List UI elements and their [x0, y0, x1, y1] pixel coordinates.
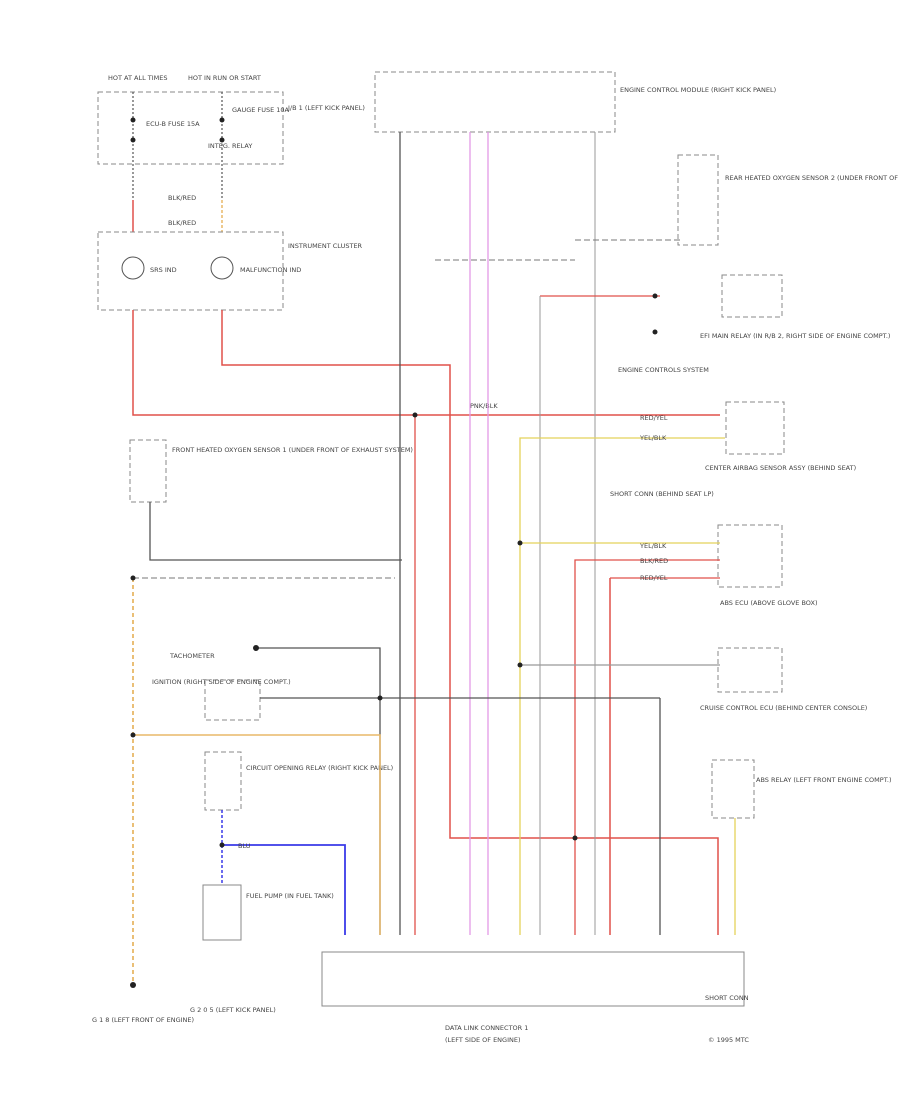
malfunction-indicator-lamp — [210, 256, 234, 280]
dlc-label: DATA LINK CONNECTOR 1 — [445, 1024, 528, 1032]
tachometer-label: TACHOMETER — [169, 652, 215, 660]
ignition-label: IGNITION (RIGHT SIDE OF ENGINE COMPT.) — [152, 678, 291, 686]
fuel-pump-box — [202, 884, 242, 941]
abs-ecu-label: ABS ECU (ABOVE GLOVE BOX) — [720, 599, 817, 607]
rear-ho2s-label: REAR HEATED OXYGEN SENSOR 2 (UNDER FRONT… — [725, 174, 900, 182]
instrument-cluster-label: INSTRUMENT CLUSTER — [288, 242, 363, 250]
ignition-box — [204, 679, 261, 721]
circuit-opening-relay-label: CIRCUIT OPENING RELAY (RIGHT KICK PANEL) — [246, 764, 393, 772]
circuit-opening-relay-box — [204, 751, 242, 811]
wire-label-pnk-blk: PNK/BLK — [470, 402, 498, 410]
wire-label-blu: BLU — [238, 842, 251, 850]
cruise-ecu-box — [717, 647, 783, 693]
efi-relay-label: EFI MAIN RELAY (IN R/B 2, RIGHT SIDE OF … — [700, 332, 890, 340]
center-airbag-label: CENTER AIRBAG SENSOR ASSY (BEHIND SEAT) — [705, 464, 856, 472]
wire-label-blk-red-2: BLK/RED — [168, 219, 196, 227]
abs-ecu-box — [717, 524, 783, 588]
integration-relay-label: INTEG. RELAY — [208, 142, 252, 150]
wire-label-center-airbag-1: RED/YEL — [640, 414, 668, 422]
fuel-pump-label: FUEL PUMP (IN FUEL TANK) — [246, 892, 334, 900]
junction-block-1 — [97, 91, 284, 165]
dlc-location-label: (LEFT SIDE OF ENGINE) — [445, 1036, 521, 1044]
malfunction-ind-label: MALFUNCTION IND — [240, 266, 301, 274]
gauge-fuse-label: GAUGE FUSE 10A — [232, 106, 290, 114]
wire-label-abs-1: YEL/BLK — [639, 542, 667, 550]
hot-at-all-times-label: HOT AT ALL TIMES — [108, 74, 168, 82]
engine-controls-label: ENGINE CONTROLS SYSTEM — [618, 366, 709, 374]
hot-in-run-label: HOT IN RUN OR START — [188, 74, 261, 82]
wire-label-blk-red-1: BLK/RED — [168, 194, 196, 202]
cruise-ecu-label: CRUISE CONTROL ECU (BEHIND CENTER CONSOL… — [700, 704, 867, 712]
ecm-box — [374, 71, 616, 133]
rear-ho2s-box — [677, 154, 719, 246]
abs-relay-box — [711, 759, 755, 819]
jb1-label: J/B 1 (LEFT KICK PANEL) — [287, 104, 365, 112]
front-ho2s-box — [129, 439, 167, 503]
ground-e2-label: G 2 0 5 (LEFT KICK PANEL) — [190, 1006, 276, 1014]
srs-indicator-lamp — [121, 256, 145, 280]
ground-e1-label: G 1 8 (LEFT FRONT OF ENGINE) — [92, 1016, 194, 1024]
copyright-label: © 1995 MTC — [708, 1036, 749, 1044]
data-link-connector-box — [321, 951, 745, 1007]
instrument-cluster-box — [97, 231, 284, 311]
short-conn-2-label: SHORT CONN — [705, 994, 749, 1002]
abs-relay-label: ABS RELAY (LEFT FRONT ENGINE COMPT.) — [756, 776, 892, 784]
wire-label-abs-2: BLK/RED — [640, 557, 668, 565]
efi-relay-box — [721, 274, 783, 318]
center-airbag-box — [725, 401, 785, 455]
short-conn-label: SHORT CONN (BEHIND SEAT LP) — [610, 490, 714, 498]
srs-ind-label: SRS IND — [150, 266, 177, 274]
wire-label-center-airbag-2: YEL/BLK — [639, 434, 667, 442]
ecm-label: ENGINE CONTROL MODULE (RIGHT KICK PANEL) — [620, 86, 776, 94]
ecu-b-fuse-label: ECU-B FUSE 15A — [146, 120, 200, 128]
front-ho2s-label: FRONT HEATED OXYGEN SENSOR 1 (UNDER FRON… — [172, 446, 413, 454]
wire-label-abs-3: RED/YEL — [640, 574, 668, 582]
